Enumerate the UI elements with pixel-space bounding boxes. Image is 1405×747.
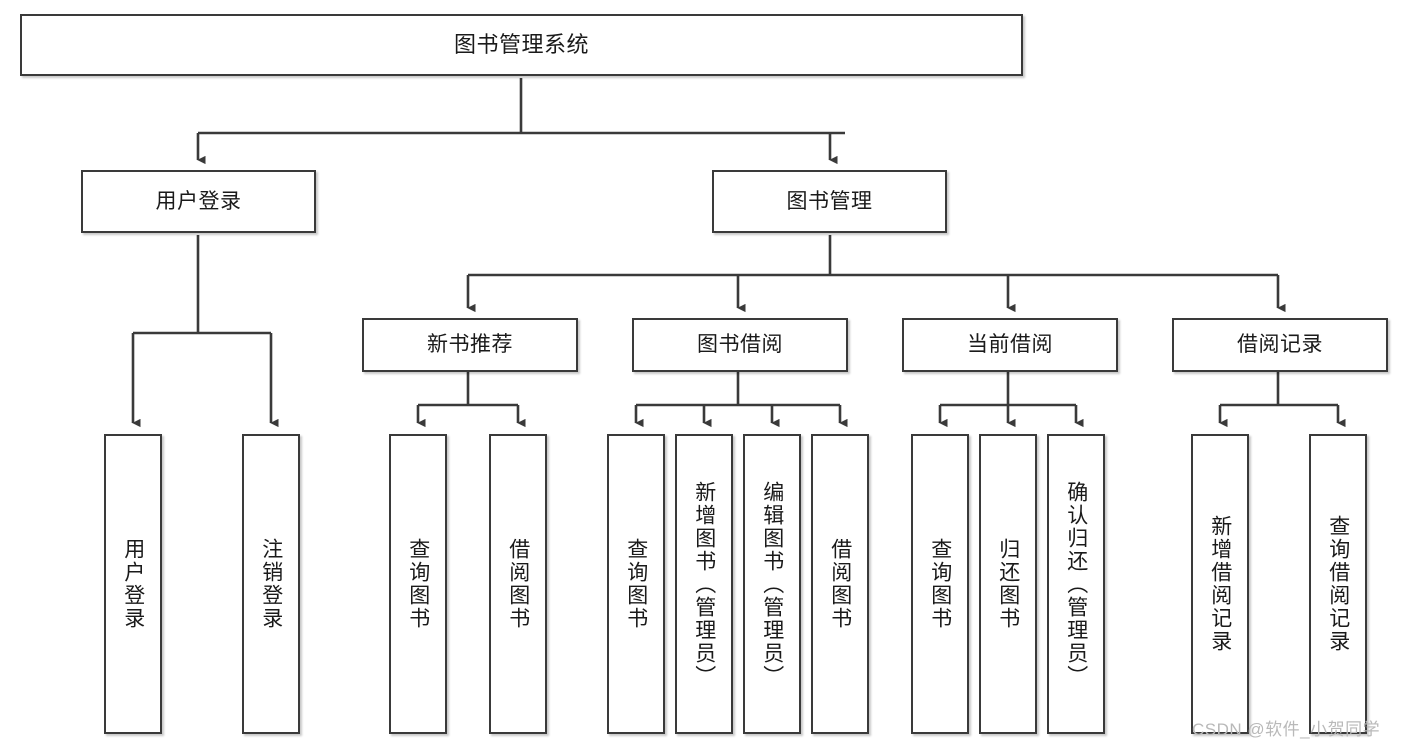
node-label: 查询图书 [624,538,648,630]
node-leaf-add-book[interactable]: 新增图书（管理员） [675,434,733,734]
node-leaf-confirm-return[interactable]: 确认归还（管理员） [1047,434,1105,734]
node-borrow-record[interactable]: 借阅记录 [1172,318,1388,372]
node-book-borrow[interactable]: 图书借阅 [632,318,848,372]
node-label: 借阅图书 [828,538,852,630]
node-new-book-recommend[interactable]: 新书推荐 [362,318,578,372]
node-root-book-management-system[interactable]: 图书管理系统 [20,14,1023,76]
node-book-management[interactable]: 图书管理 [712,170,947,233]
node-label: 用户登录 [121,538,145,630]
node-leaf-edit-book[interactable]: 编辑图书（管理员） [743,434,801,734]
node-label: 查询借阅记录 [1326,515,1350,653]
node-label: 图书借阅 [697,333,783,357]
node-leaf-query-book-1[interactable]: 查询图书 [389,434,447,734]
node-label: 查询图书 [406,538,430,630]
node-label: 借阅图书 [506,538,530,630]
node-label: 归还图书 [996,538,1020,630]
node-label: 新书推荐 [427,333,513,357]
node-leaf-add-borrow-record[interactable]: 新增借阅记录 [1191,434,1249,734]
node-label: 新增借阅记录 [1208,515,1232,653]
node-leaf-user-login[interactable]: 用户登录 [104,434,162,734]
node-leaf-return-book[interactable]: 归还图书 [979,434,1037,734]
node-user-login[interactable]: 用户登录 [81,170,316,233]
node-leaf-logout-login[interactable]: 注销登录 [242,434,300,734]
node-label: 查询图书 [928,538,952,630]
node-label: 新增图书（管理员） [692,480,716,688]
node-leaf-borrow-book-2[interactable]: 借阅图书 [811,434,869,734]
csdn-watermark: CSDN @软件_小贺同学 [1192,720,1381,739]
node-label: 图书管理系统 [453,31,589,57]
node-label: 用户登录 [155,189,242,213]
node-label: 借阅记录 [1237,333,1323,357]
node-label: 编辑图书（管理员） [760,480,784,688]
node-leaf-query-borrow-record[interactable]: 查询借阅记录 [1309,434,1367,734]
node-leaf-borrow-book-1[interactable]: 借阅图书 [489,434,547,734]
node-label: 注销登录 [259,538,283,630]
node-label: 当前借阅 [967,333,1053,357]
node-leaf-query-book-3[interactable]: 查询图书 [911,434,969,734]
node-leaf-query-book-2[interactable]: 查询图书 [607,434,665,734]
node-label: 图书管理 [786,189,873,213]
node-current-borrow[interactable]: 当前借阅 [902,318,1118,372]
node-label: 确认归还（管理员） [1064,480,1088,688]
